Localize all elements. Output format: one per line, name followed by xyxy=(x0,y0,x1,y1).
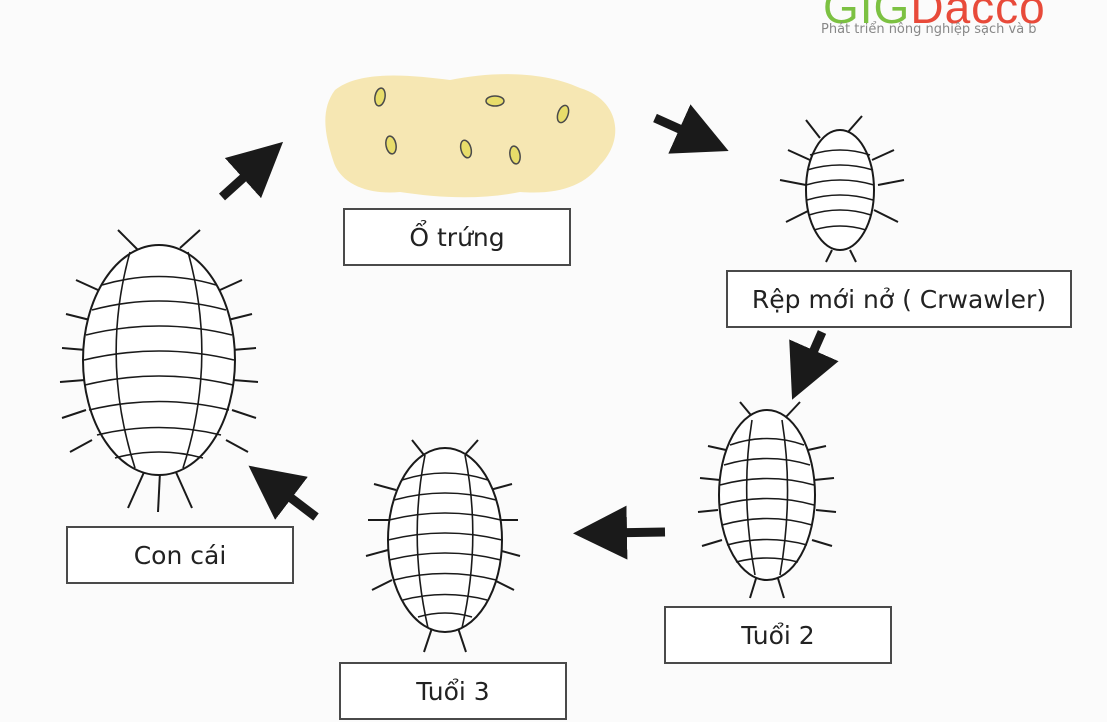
arrow-egg-to-crawler xyxy=(655,118,704,140)
instar-2-illustration xyxy=(698,402,836,598)
instar-3-illustration xyxy=(366,440,520,652)
stage-label-female: Con cái xyxy=(66,526,294,584)
arrow-crawler-to-instar2 xyxy=(803,332,822,375)
arrow-instar3-to-female xyxy=(270,482,316,517)
arrow-female-to-egg xyxy=(222,160,263,197)
arrow-instar2-to-instar3 xyxy=(600,532,665,533)
egg xyxy=(486,96,504,106)
stage-label-egg: Ổ trứng xyxy=(343,208,571,266)
female-illustration xyxy=(60,230,258,512)
stage-label-crawler: Rệp mới nở ( Crwawler) xyxy=(726,270,1072,328)
brand-logo: GIGDacco Phát triển nông nghiệp sạch và … xyxy=(817,0,1107,48)
crawler-illustration xyxy=(780,116,904,262)
egg-mass-illustration xyxy=(325,74,615,197)
stage-label-instar-3: Tuổi 3 xyxy=(339,662,567,720)
stage-label-instar-2: Tuổi 2 xyxy=(664,606,892,664)
brand-tagline: Phát triển nông nghiệp sạch và b xyxy=(821,22,1037,37)
